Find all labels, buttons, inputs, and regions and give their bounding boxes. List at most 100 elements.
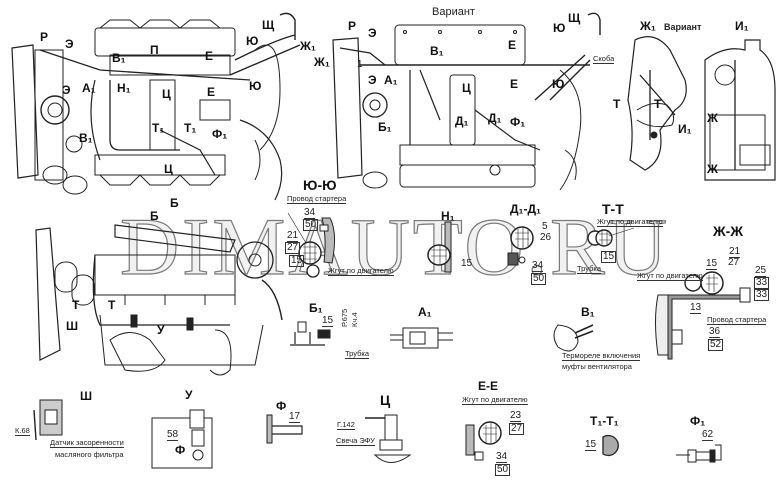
label-v1b: В₁ [79,131,93,145]
num-15: 15 [461,258,473,269]
engine-view-4 [704,39,776,181]
section-b1-title: Б₁ [309,301,323,315]
thermo-relay-caption-2: муфты вентилятора [562,362,632,371]
label-t2: Т [108,298,116,312]
section-u-drawing [151,409,213,469]
label-v1: В₁ [430,44,444,58]
section-d1-drawing [507,226,534,266]
label-u: У [157,323,165,337]
label-v1: В₁ [112,51,126,65]
label-sh: Ш [66,319,79,333]
label-e: Э [368,26,377,40]
section-e-e-drawing [465,421,502,461]
section-yu-yu-title: Ю-Ю [303,177,337,193]
num-26: 26 [540,232,552,243]
num-58: 58 [167,429,179,441]
section-f1-title: Ф₁ [690,414,706,428]
section-e-e-title: Е-Е [478,379,499,393]
wire-code-r675: Р.675 [340,308,349,327]
section-yu-yu-drawing [287,212,336,278]
code-g142: Г.142 [337,420,355,430]
label-t: Т [72,298,80,312]
num-33b: 33 [754,289,770,301]
wire-label-starter: Провод стартера [287,194,347,204]
label-skoba: Скоба [593,54,615,64]
section-ts-title: Ц [380,392,391,408]
label-e2: Э [62,83,71,97]
label-sch: Щ [568,11,581,25]
section-t1-title: Т₁-Т₁ [590,414,619,428]
section-t-t-drawing [587,227,635,247]
section-sh-title: Ш [80,389,93,403]
num-15: 15 [322,315,334,327]
num-36: 36 [709,326,721,338]
num-34: 34 [496,451,508,463]
section-n1-drawing [427,221,452,273]
label-ts: Ц [462,81,471,95]
label-d1b: Д₁ [488,111,502,125]
section-f1-drawing [676,444,722,463]
label-i1: И₁ [678,122,692,136]
tube-label: Трубка [577,264,601,274]
section-v1-title: В₁ [581,305,595,319]
label-one: 1 [357,59,363,70]
label-ts: Ц [162,87,171,101]
label-p: П [150,43,159,57]
num-62: 62 [702,429,714,441]
tube-label: Трубка [345,349,369,359]
engine-view-1 [11,12,301,201]
label-b: Б [170,196,179,210]
label-t1: Т₁ [152,121,165,135]
num-27: 27 [728,257,740,268]
section-t1-drawing [602,434,619,457]
label-t1b: Т₁ [184,121,197,135]
num-15: 15 [585,439,597,451]
sensor-caption-2: масляного фильтра [55,450,124,459]
num-50: 50 [303,219,319,231]
label-r: Р [348,19,357,33]
num-15: 15 [706,258,718,270]
wire-code-kch4: Кч.4 [350,312,359,327]
section-f-drawing [266,414,303,444]
label-ye2: Е [510,77,519,91]
section-t-t-title: Т-Т [602,201,624,217]
label-t2: Т [654,97,662,111]
label-ye2: Е [207,85,216,99]
label-b1: Б₁ [378,120,392,134]
num-17: 17 [289,411,301,423]
engine-view-2 [332,12,601,191]
variant-title: Вариант [432,6,475,18]
label-variant: Вариант [664,22,702,32]
num-21: 21 [287,230,299,242]
harness-label: Жгут по двигателю [462,395,528,405]
label-a1: А₁ [384,73,398,87]
label-ye: Е [508,38,517,52]
label-r: Р [40,30,49,44]
num-27: 27 [509,423,525,435]
label-b2: Б [150,209,159,223]
thermo-relay-caption-1: Термореле включения [562,351,641,361]
num-50: 50 [531,273,547,285]
section-a1-title: А₁ [418,305,432,319]
num-15: 15 [289,255,305,267]
label-zh2: Ж [707,162,718,176]
label-a1: А₁ [82,81,96,95]
num-33a: 33 [754,277,770,289]
label-zh: Ж [707,111,718,125]
wire-label-starter: Провод стартера [707,315,767,325]
label-yu2: Ю [552,77,565,91]
label-yu: Ю [246,34,259,48]
harness-label: Жгут по двигателю [637,271,703,281]
label-zh1: Ж₁ [300,39,316,53]
arrow-label-f: Ф [175,443,186,457]
label-f1: Ф₁ [212,127,228,141]
num-13: 13 [690,302,702,314]
section-a1-drawing [390,327,453,349]
label-zh1: Ж₁ [314,55,330,69]
num-5: 5 [542,221,548,232]
label-ts2: Ц [164,162,173,176]
engine-view-3 [627,36,687,171]
glow-plug-caption: Свеча ЭФУ [336,436,375,446]
num-52: 52 [708,339,724,351]
